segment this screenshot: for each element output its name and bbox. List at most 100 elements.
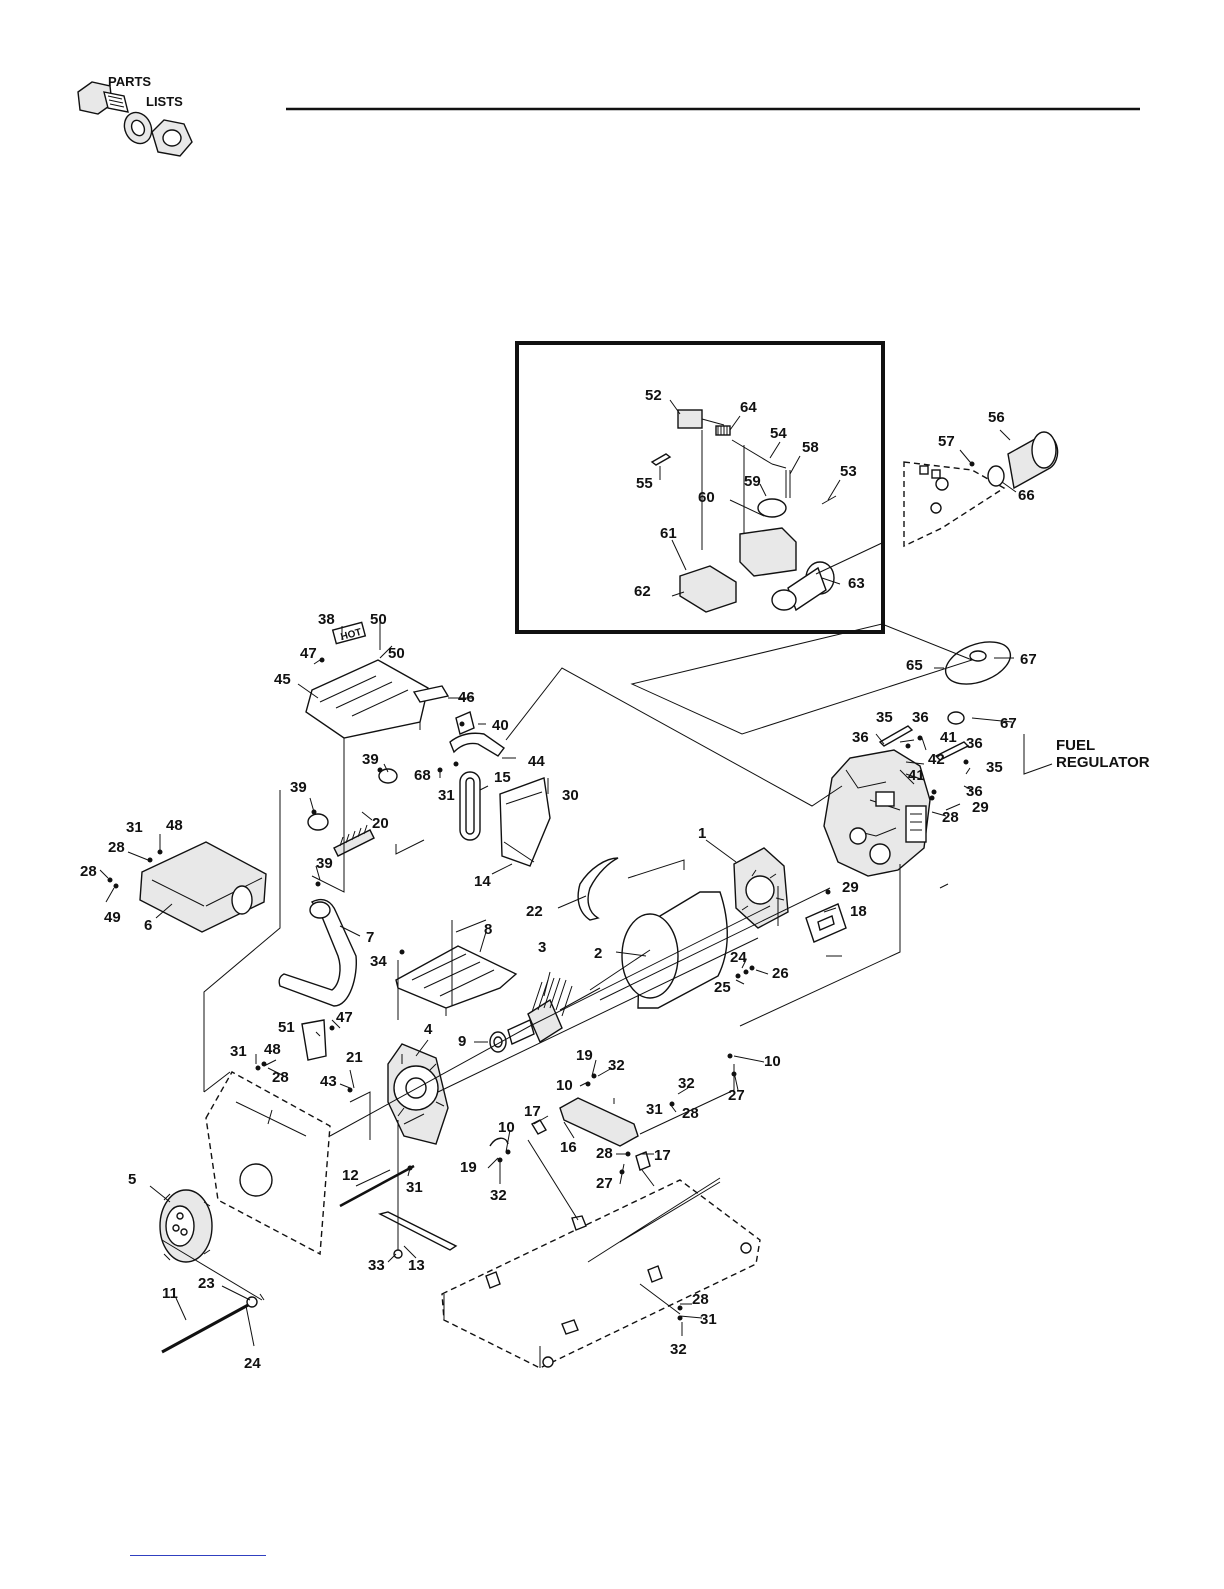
callout-16: 16 (560, 1139, 577, 1156)
engine-mount-bracket (489, 1097, 655, 1221)
callout-46: 46 (458, 689, 475, 706)
bolt-icon (77, 81, 129, 115)
callout-25: 25 (714, 979, 731, 996)
callout-24: 24 (730, 949, 747, 966)
callout-30: 30 (562, 787, 579, 804)
callout-39: 39 (362, 751, 379, 768)
callout-40: 40 (492, 717, 509, 734)
through-bolt-rod (161, 1302, 251, 1354)
callout-53: 53 (840, 463, 857, 480)
callout-31: 31 (646, 1101, 663, 1118)
callout-5: 5 (128, 1171, 136, 1188)
callout-56: 56 (988, 409, 1005, 426)
callout-27: 27 (596, 1175, 613, 1192)
parts-lists-logo: PARTS LISTS (77, 74, 193, 157)
callout-64: 64 (740, 399, 757, 416)
fuel-regulator-label-line1: FUEL (1056, 737, 1095, 754)
hot-warning-label: HOT (340, 627, 363, 643)
callout-17: 17 (654, 1147, 671, 1164)
callout-36: 36 (912, 709, 929, 726)
callout-49: 49 (104, 909, 121, 926)
engine-assembly (823, 641, 1011, 877)
callout-28: 28 (682, 1105, 699, 1122)
fan-housing-bracket (499, 777, 551, 867)
callout-32: 32 (670, 1341, 687, 1358)
callout-21: 21 (346, 1049, 363, 1066)
callout-28: 28 (108, 839, 125, 856)
callout-20: 20 (372, 815, 389, 832)
callout-57: 57 (938, 433, 955, 450)
fuel-regulator-label-line2: REGULATOR (1056, 754, 1150, 771)
callout-61: 61 (660, 525, 677, 542)
callout-29: 29 (842, 879, 859, 896)
alternator (489, 847, 789, 1053)
callout-43: 43 (320, 1073, 337, 1090)
callout-29: 29 (972, 799, 989, 816)
callout-1: 1 (698, 825, 706, 842)
callout-32: 32 (490, 1187, 507, 1204)
logo-text-parts: PARTS (108, 74, 151, 89)
callout-54: 54 (770, 425, 787, 442)
callout-28: 28 (942, 809, 959, 826)
callout-4: 4 (424, 1021, 433, 1038)
left-enclosure-panel (205, 1019, 331, 1256)
callout-19: 19 (576, 1047, 593, 1064)
panel-bracket (301, 1019, 327, 1061)
cooling-fan (159, 1189, 213, 1263)
clamp-part (307, 813, 329, 831)
callout-32: 32 (678, 1075, 695, 1092)
callout-67: 67 (1020, 651, 1037, 668)
callout-17: 17 (524, 1103, 541, 1120)
o-ring-top (969, 650, 987, 662)
tie-rod (339, 1164, 415, 1208)
callout-35: 35 (876, 709, 893, 726)
callout-38: 38 (318, 611, 335, 628)
callout-34: 34 (370, 953, 387, 970)
footer-link-underline[interactable] (130, 1555, 266, 1556)
callout-45: 45 (274, 671, 291, 688)
callout-32: 32 (608, 1057, 625, 1074)
solenoid-part (677, 409, 703, 429)
rear-bearing-carrier (387, 1043, 449, 1145)
callout-48: 48 (264, 1041, 281, 1058)
washer-icon (123, 111, 153, 145)
callout-33: 33 (368, 1257, 385, 1274)
callout-62: 62 (634, 583, 651, 600)
callout-24: 24 (244, 1355, 261, 1372)
callout-47: 47 (300, 645, 317, 662)
callout-10: 10 (764, 1053, 781, 1070)
tailpipe (278, 898, 357, 1007)
rods-and-braces (161, 1120, 458, 1354)
callout-8: 8 (484, 921, 492, 938)
inset-parts (650, 409, 837, 613)
intake-elbow (945, 641, 1011, 685)
callout-52: 52 (645, 387, 662, 404)
callout-31: 31 (230, 1043, 247, 1060)
callout-11: 11 (162, 1285, 178, 1302)
callout-44: 44 (528, 753, 545, 770)
callout-41: 41 (908, 767, 925, 784)
spring-part (715, 425, 731, 436)
belt-and-bracket (459, 771, 551, 867)
callout-67: 67 (1000, 715, 1017, 732)
callout-42: 42 (928, 751, 945, 768)
callout-10: 10 (498, 1119, 515, 1136)
muffler (139, 841, 267, 933)
callout-35: 35 (986, 759, 1003, 776)
callout-6: 6 (144, 917, 152, 934)
exhaust-pipe (449, 732, 505, 757)
callout-55: 55 (636, 475, 653, 492)
callout-65: 65 (906, 657, 923, 674)
callout-36: 36 (966, 735, 983, 752)
intake-bracket (815, 431, 1059, 575)
cover-clip-part (412, 685, 450, 703)
callout-28: 28 (596, 1145, 613, 1162)
callout-26: 26 (772, 965, 789, 982)
callout-3: 3 (538, 939, 546, 956)
callout-9: 9 (458, 1033, 466, 1050)
small-bracket-box (805, 903, 847, 943)
callout-66: 66 (1018, 487, 1035, 504)
